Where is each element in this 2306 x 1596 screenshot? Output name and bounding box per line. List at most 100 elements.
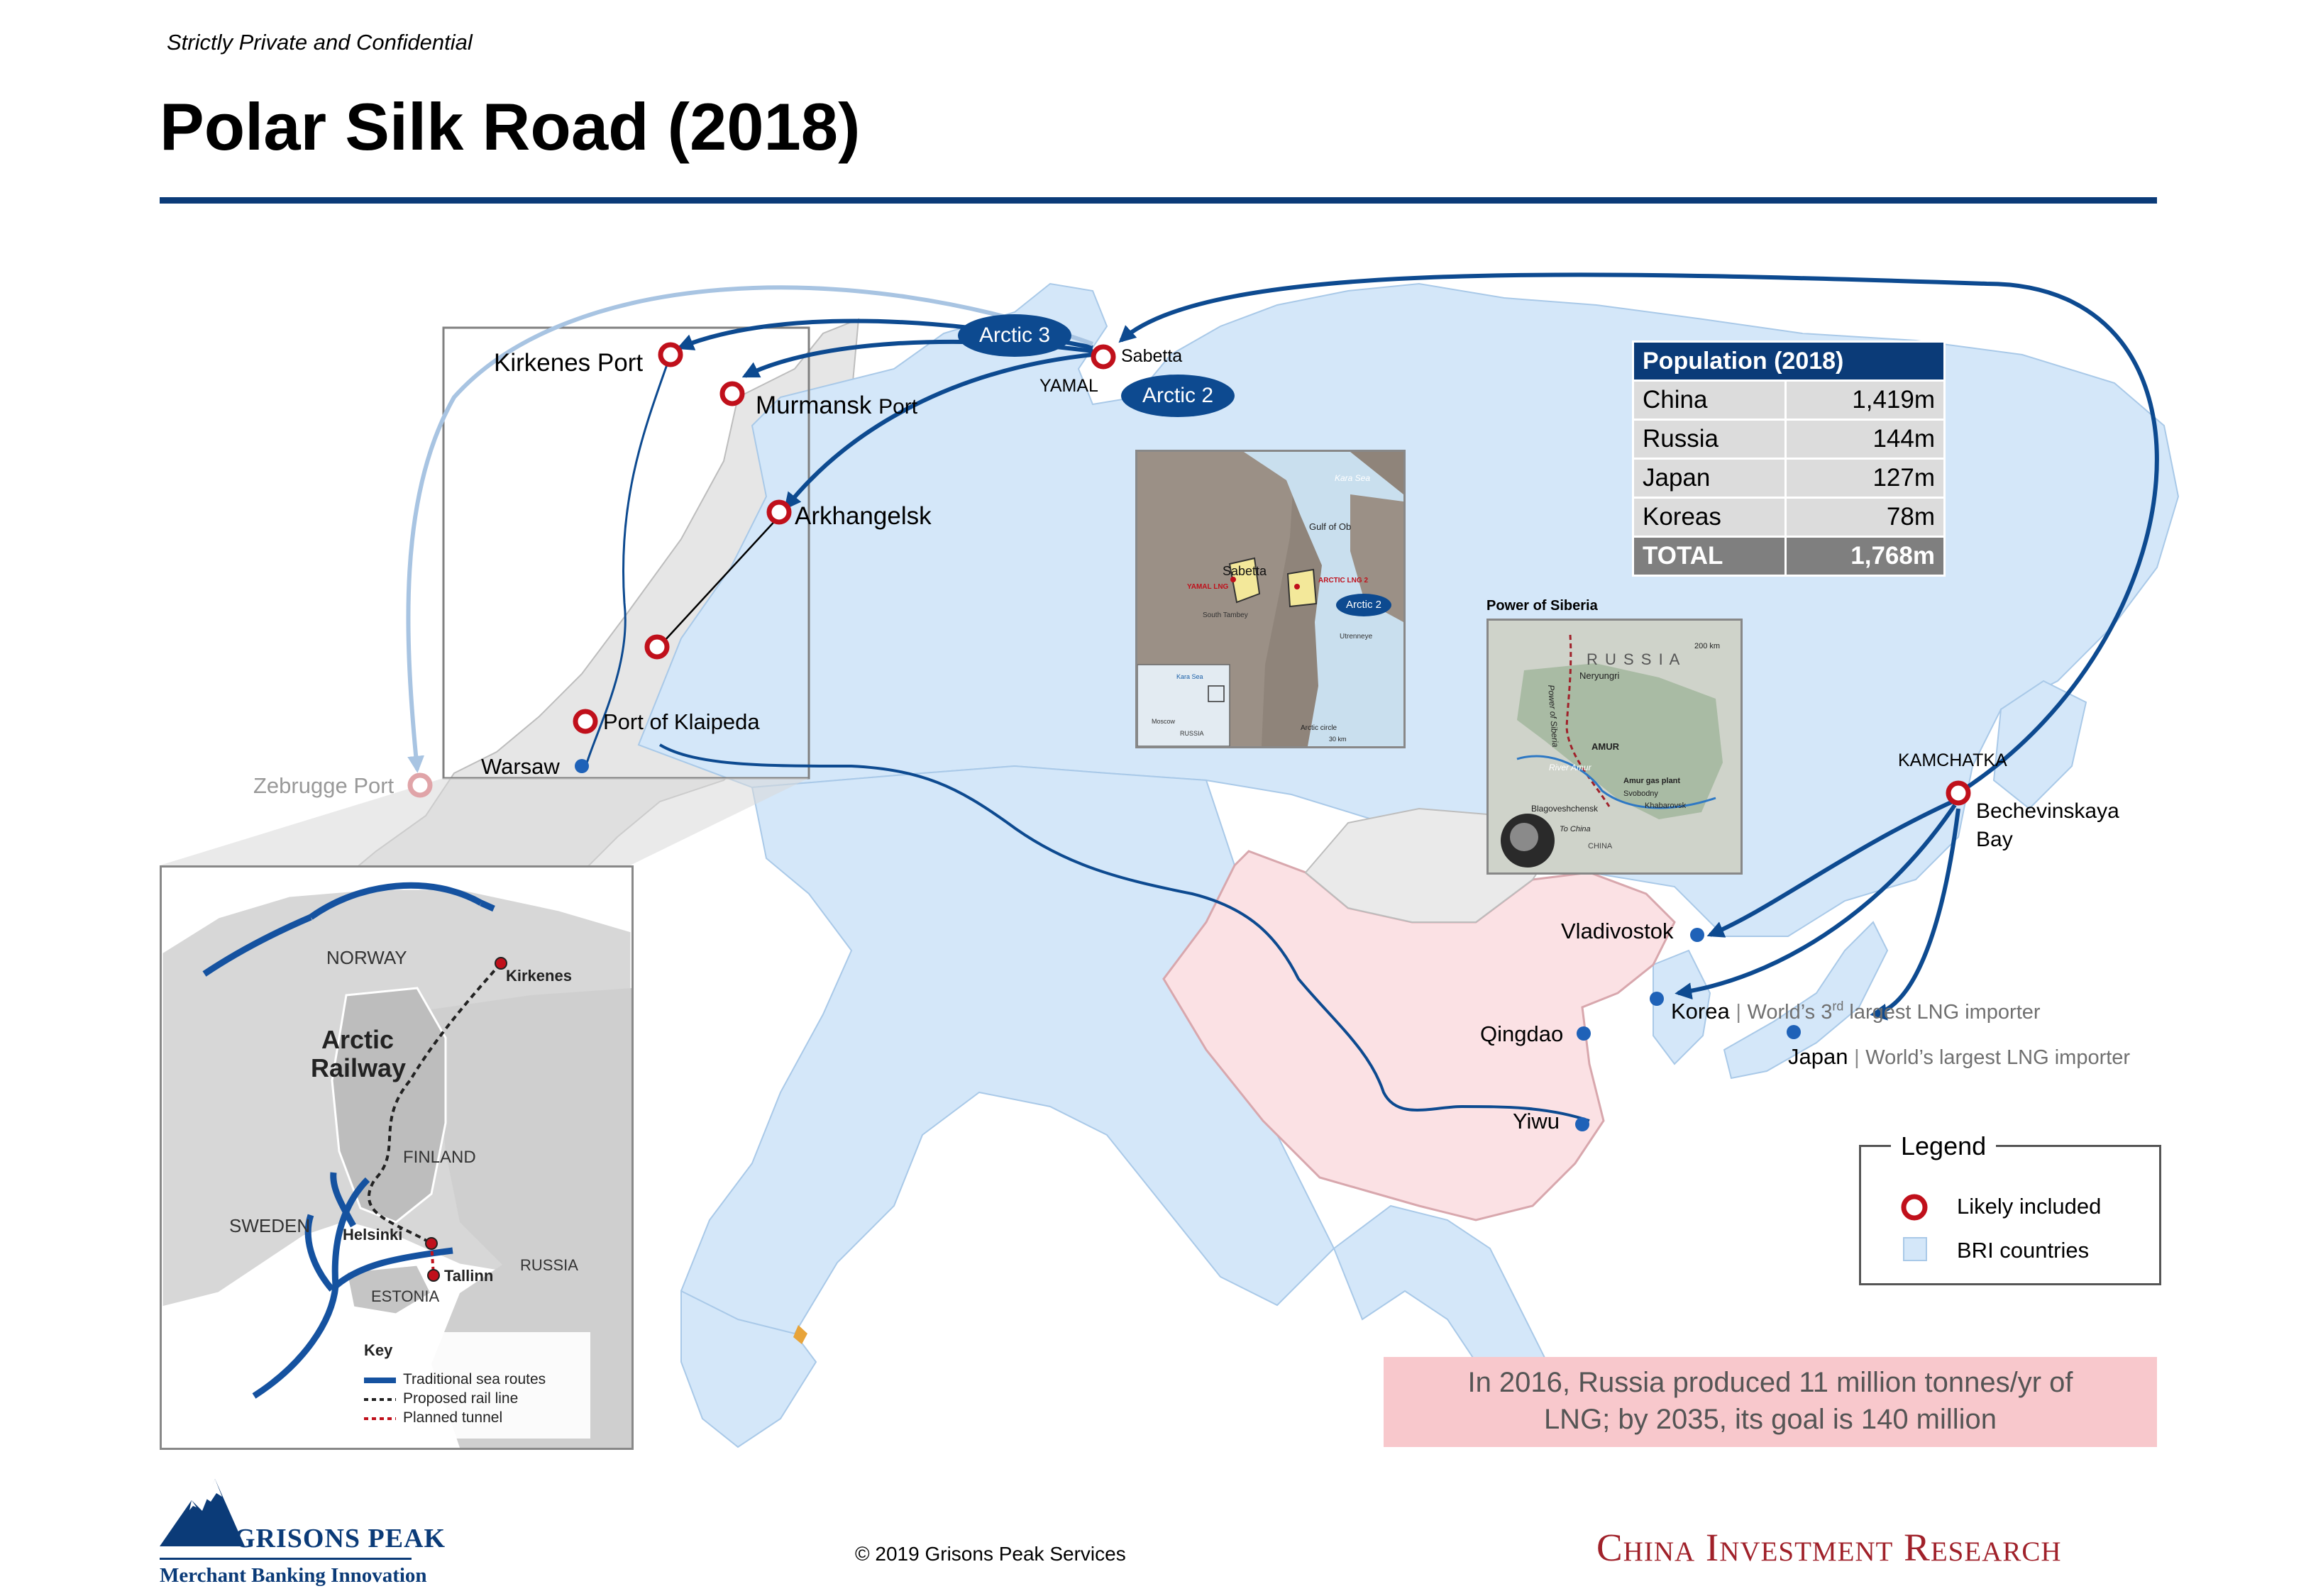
legend-bri-swatch: [1903, 1237, 1927, 1261]
siberia-label-blagoveshchensk: Blagoveshchensk: [1531, 804, 1599, 814]
yamal-label-arctic-circle: Arctic circle: [1301, 724, 1337, 732]
yamal-label-scale: 30 km: [1329, 736, 1347, 743]
label-sabetta: Sabetta: [1121, 346, 1183, 366]
rail-key-tunnel: Planned tunnel: [403, 1409, 503, 1426]
rail-label-norway: NORWAY: [326, 947, 407, 968]
siberia-label-gas-plant: Amur gas plant: [1623, 777, 1681, 785]
route-kamchatka-korea: [1675, 804, 1957, 1000]
rail-label-russia: RUSSIA: [520, 1256, 578, 1274]
lng-callout: In 2016, Russia produced 11 million tonn…: [1384, 1357, 2157, 1447]
marker-arkhangelsk: [766, 499, 792, 525]
kamchatka-landmass: [1992, 680, 2087, 810]
power-of-siberia-pipeline: [1565, 634, 1611, 807]
legend-ring-icon: [1901, 1194, 1928, 1221]
city-dots: [575, 759, 1801, 1131]
rail-kirkenes-warsaw: [584, 354, 672, 768]
route-kamchatka-japan: [1870, 808, 1960, 1021]
finland-land: [331, 987, 447, 1224]
siberia-label-river-amur: River Amur: [1549, 763, 1591, 772]
rail-key-sea: Traditional sea routes: [403, 1371, 546, 1387]
sea-route-baltic-1: [252, 1177, 370, 1399]
rail-label-finland: FINLAND: [403, 1148, 476, 1167]
siberia-label-svobodny: Svobodny: [1623, 789, 1658, 798]
china-investment-research-brand: China Investment Research: [1596, 1526, 2062, 1569]
sea-route-north-head-right: [480, 899, 495, 912]
siberia-inset-title: Power of Siberia: [1486, 598, 1598, 614]
dot-rail-tallinn: [427, 1269, 440, 1282]
yamal-label-lng: YAMAL LNG: [1187, 583, 1229, 591]
rail-label-helsinki: Helsinki: [343, 1226, 403, 1243]
legend-likely-included: Likely included: [1957, 1194, 2102, 1219]
africa-horn-landmass: [680, 1290, 817, 1448]
siberia-inset: R U S S I A 200 km Neryungri AMUR River …: [1486, 619, 1743, 875]
yamal-label-kara-sea: Kara Sea: [1335, 473, 1371, 483]
label-kamchatka: KAMCHATKA: [1898, 750, 2007, 770]
river-amur: [1516, 755, 1716, 809]
key-panel: [355, 1332, 590, 1439]
dot-rail-helsinki: [425, 1237, 438, 1250]
korea-landmass: [1653, 949, 1711, 1065]
siberia-label-scale: 200 km: [1694, 642, 1721, 650]
arctic-2-pill: Arctic 2: [1121, 375, 1235, 417]
label-murmansk: Murmansk Port: [756, 392, 918, 419]
siberia-label-khabarovsk: Khabarovsk: [1645, 802, 1687, 810]
population-table-header: Population (2018): [1632, 340, 1946, 382]
rail-warsaw-yiwu: [658, 743, 1590, 1122]
label-qingdao: Qingdao: [1480, 1021, 1564, 1046]
label-arkhangelsk: Arkhangelsk: [795, 502, 932, 530]
legend-symbols: [1901, 1194, 1928, 1261]
yamal-label-russia: RUSSIA: [1180, 730, 1204, 737]
title-rule: [160, 197, 2157, 204]
footer-brand-rule: [160, 1558, 412, 1560]
yamal-label-utrenneye: Utrenneye: [1340, 633, 1373, 641]
yamal-arctic2-pill: Arctic 2: [1336, 594, 1391, 616]
legend-title: Legend: [1891, 1131, 1997, 1161]
route-to-zebrugge: [406, 285, 1094, 773]
sea-route-bay: [330, 1172, 356, 1228]
label-zebrugge: Zebrugge Port: [253, 773, 395, 798]
yamal-inset: Kara Sea Gulf of Ob Sabetta YAMAL LNG AR…: [1135, 450, 1406, 748]
proposed-rail-line: [368, 962, 502, 1245]
yamal-label-moscow: Moscow: [1152, 718, 1176, 725]
arctic-lng2-field: [1286, 568, 1318, 608]
yamal-lng-field: [1228, 557, 1261, 604]
label-vladivostok: Vladivostok: [1561, 919, 1674, 943]
siberia-label-to-china: To China: [1560, 825, 1591, 833]
sea-route-baltic-2: [304, 1214, 335, 1292]
asia-bri-landmass: [680, 765, 1335, 1406]
grisons-peak-logo-mountain: [160, 1479, 245, 1546]
marker-baltic: [644, 634, 670, 660]
yamal-label-kara-small: Kara Sea: [1176, 673, 1203, 680]
dot-qingdao: [1577, 1026, 1591, 1041]
callout-line-2: LNG; by 2035, its goal is 140 million: [1543, 1404, 1997, 1435]
rail-title-railway: Railway: [311, 1053, 407, 1082]
page-title: Polar Silk Road (2018): [160, 89, 861, 164]
grisons-peak-name: GRISONS PEAK: [234, 1524, 446, 1553]
dot-yiwu: [1575, 1117, 1589, 1131]
sea-route-north-left: [202, 914, 312, 977]
label-yamal: YAMAL: [1039, 376, 1098, 396]
yamal-label-sabetta: Sabetta: [1223, 564, 1267, 578]
label-bechevinskaya: Bechevinskaya: [1976, 799, 2119, 823]
arctic-railway-map: [162, 868, 631, 1448]
legend-bri-countries: BRI countries: [1957, 1238, 2090, 1263]
siberia-label-china: CHINA: [1588, 842, 1613, 850]
yamal-label-gulf: Gulf of Ob: [1309, 521, 1352, 532]
arctic-3-pill: Arctic 3: [958, 314, 1071, 357]
djibouti-marker: [793, 1325, 807, 1344]
dot-warsaw: [575, 759, 589, 773]
dot-rail-kirkenes: [495, 957, 507, 970]
arctic-railway-inset: NORWAY Kirkenes Arctic Railway FINLAND S…: [160, 865, 634, 1450]
route-sabetta-arkhangelsk: [783, 353, 1093, 510]
amur-region: [1517, 663, 1723, 819]
label-korea: Korea | World’s 3rd largest LNG importer: [1671, 999, 2041, 1024]
marker-klaipeda: [573, 709, 598, 734]
siberia-inset-map: [1489, 621, 1740, 872]
legend: Likely included BRI countries: [1859, 1145, 2161, 1285]
rail-key-title: Key: [364, 1341, 393, 1359]
